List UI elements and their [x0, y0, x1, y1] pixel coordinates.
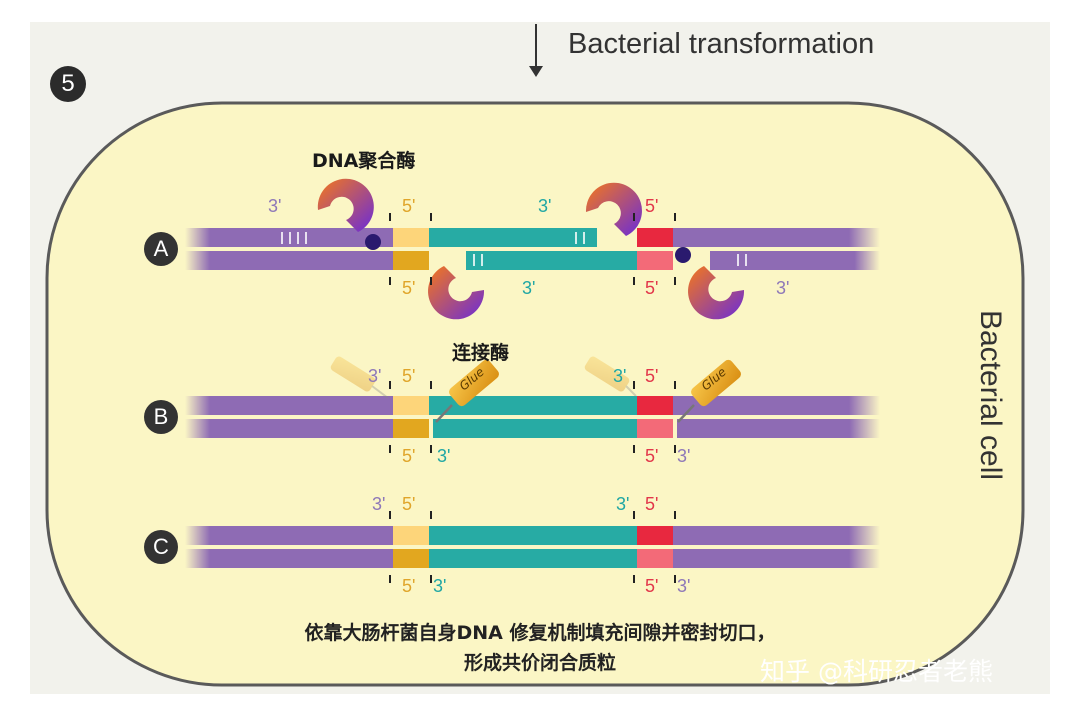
step-number-badge: 5 [50, 66, 86, 102]
prime-label: 3' [372, 494, 386, 514]
prime-label: 3' [437, 446, 451, 466]
caption-line-1: 依靠大肠杆菌自身DNA 修复机制填充间隙并密封切口， [304, 622, 776, 644]
row-label-c: C [144, 530, 178, 564]
prime-label: 3' [433, 576, 447, 596]
prime-label: 5' [402, 196, 416, 216]
glue-tube-icon [584, 356, 637, 397]
prime-label: 3' [677, 446, 691, 466]
prime-label: 5' [645, 196, 659, 216]
watermark: 知乎 @科研忍者老熊 [760, 657, 993, 686]
nucleotide-icon [365, 234, 381, 250]
prime-label: 5' [645, 494, 659, 514]
prime-label: 3' [677, 576, 691, 596]
prime-label: 3' [522, 278, 536, 298]
junction-brackets [389, 213, 676, 583]
prime-label: 5' [402, 366, 416, 386]
prime-label: 3' [613, 366, 627, 386]
down-arrow-icon [529, 24, 543, 77]
polymerase-enzyme-icon [428, 266, 485, 320]
bacterial-cell [45, 101, 1025, 687]
prime-label: 3' [616, 494, 630, 514]
glue-tube-icon [435, 359, 499, 423]
cell-label: Bacterial cell [974, 309, 1007, 481]
dna-row-a [185, 178, 880, 320]
prime-label: 5' [645, 446, 659, 466]
caption-line-2: 形成共价闭合质粒 [463, 652, 617, 674]
polymerase-enzyme-icon [688, 266, 745, 320]
prime-label: 3' [268, 196, 282, 216]
glue-tube-icon [677, 359, 741, 423]
polymerase-enzyme-icon [317, 178, 374, 232]
row-label-b: B [144, 400, 178, 434]
prime-label: 5' [402, 494, 416, 514]
polymerase-title: DNA聚合酶 [312, 150, 416, 172]
prime-label: 5' [402, 576, 416, 596]
prime-label: 5' [645, 366, 659, 386]
row-label-a: A [144, 232, 178, 266]
prime-label: 5' [402, 278, 416, 298]
prime-label: 3' [776, 278, 790, 298]
process-title: Bacterial transformation [568, 28, 875, 60]
prime-label: 5' [645, 278, 659, 298]
dna-row-b [185, 356, 880, 438]
ligase-title: 连接酶 [452, 342, 510, 364]
prime-label: 5' [402, 446, 416, 466]
prime-label: 3' [538, 196, 552, 216]
polymerase-enzyme-icon [585, 182, 642, 236]
glue-tube-icon [330, 356, 389, 399]
prime-label: 3' [368, 366, 382, 386]
prime-label: 5' [645, 576, 659, 596]
nucleotide-icon [675, 247, 691, 263]
dna-row-c [185, 526, 880, 568]
